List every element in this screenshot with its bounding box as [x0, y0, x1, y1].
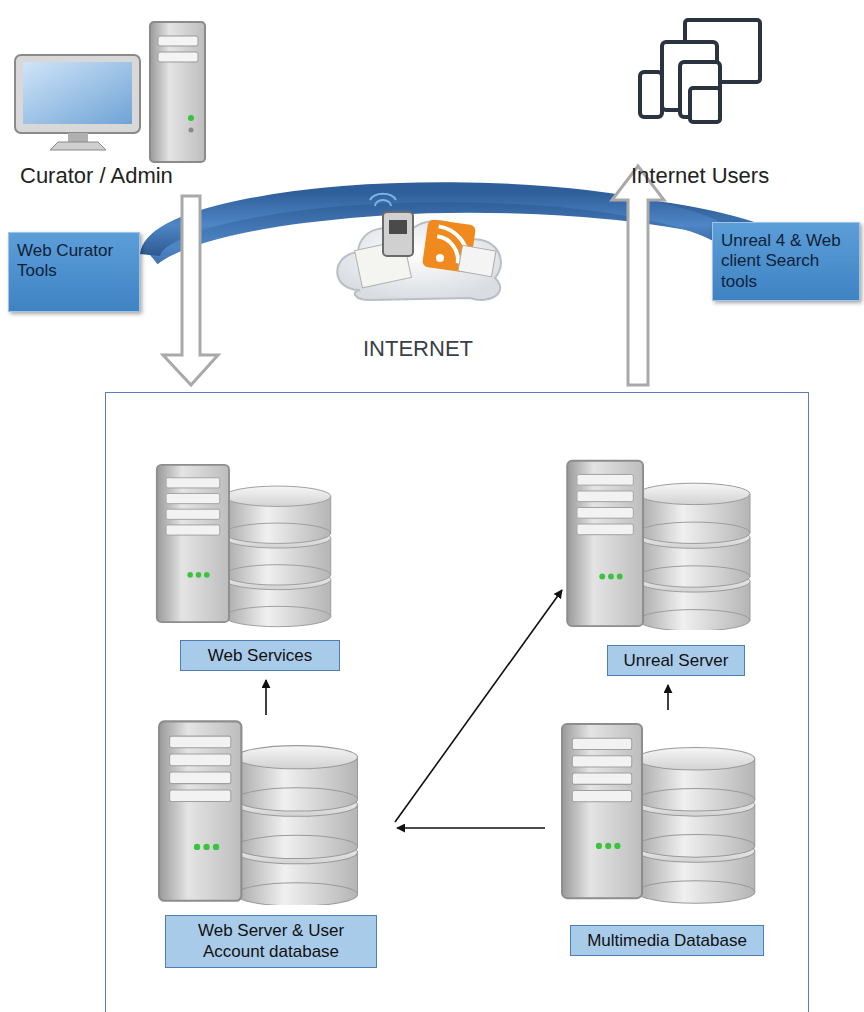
text-label: INTERNET: [359, 336, 477, 362]
cloud-icon: [337, 194, 501, 300]
computer-icon: [15, 22, 205, 162]
data-flow-arrow: [265, 680, 267, 715]
tool-box: Web Curator Tools: [8, 232, 140, 312]
server-icon: [155, 455, 340, 630]
devices-icon: [640, 20, 760, 122]
data-flow-arrow: [667, 685, 669, 710]
server-node: Multimedia Database: [560, 715, 765, 957]
server-label: Web Server & User Account database: [165, 915, 377, 968]
flow-arrow: [612, 166, 664, 385]
server-label: Multimedia Database: [570, 925, 764, 956]
server-node: Web Services: [155, 455, 345, 672]
text-label: Internet Users: [631, 163, 769, 189]
box-label: Web Curator Tools: [9, 233, 139, 290]
server-node: Unreal Server: [560, 455, 760, 677]
tool-box: Unreal 4 & Web client Search tools: [712, 222, 860, 301]
server-label: Web Services: [180, 640, 340, 671]
box-label: Unreal 4 & Web client Search tools: [713, 223, 859, 300]
server-label: Unreal Server: [607, 645, 745, 676]
text-label: Curator / Admin: [20, 163, 173, 189]
system-frame: [106, 393, 809, 1012]
server-node: Web Server & User Account database: [155, 715, 377, 968]
data-flow-arrow: [395, 590, 562, 822]
flow-arrow: [163, 196, 218, 385]
server-icon: [565, 455, 760, 630]
server-icon: [560, 715, 765, 905]
data-flow-arrow: [397, 827, 545, 829]
server-icon: [155, 715, 370, 905]
